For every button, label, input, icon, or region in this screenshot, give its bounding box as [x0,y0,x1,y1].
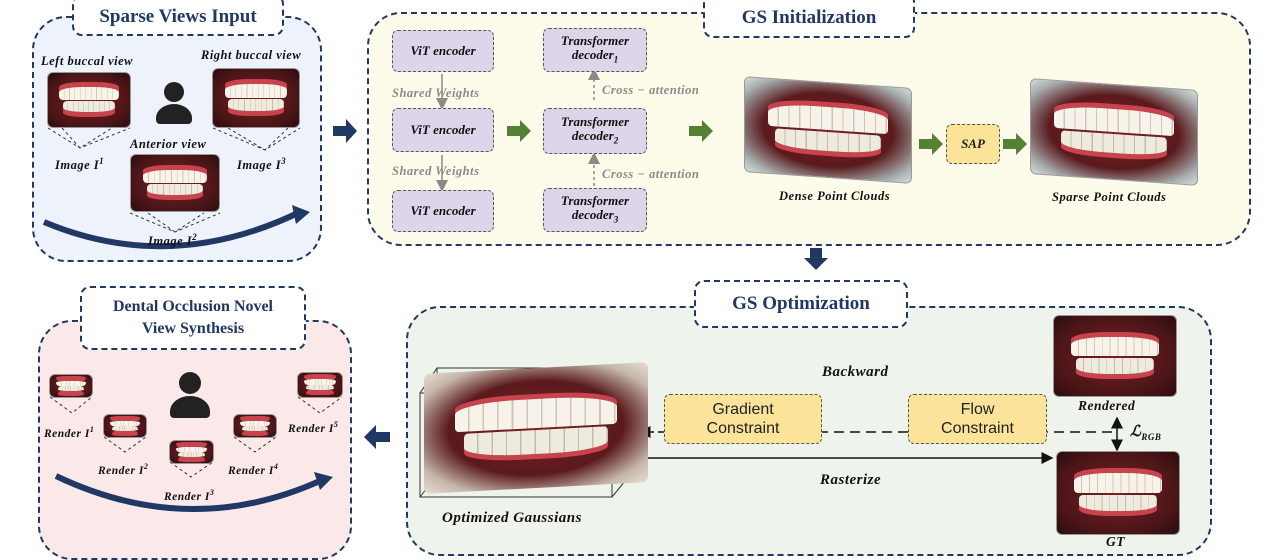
render-image-5 [297,372,343,398]
rendered-image [1053,315,1177,397]
viewer-icon [168,372,212,418]
flow-constraint-block: Flow Constraint [908,394,1047,444]
sparse-point-cloud-image [1030,78,1198,186]
image2-label: Image I2 [148,232,198,249]
image1-label: Image I1 [55,156,105,173]
cross-attention-label-1: Cross − attention [602,83,700,97]
render-label-5: Render I5 [288,420,339,435]
patient-icon [154,82,194,124]
render-label-3: Render I3 [164,488,215,503]
novel-view-title: Dental Occlusion Novel View Synthesis [80,286,306,350]
render-projection-lines [49,396,343,478]
gradient-constraint-block: Gradient Constraint [664,394,822,444]
right-buccal-label: Right buccal view [201,48,302,62]
arrow-to-novel-view [364,425,390,449]
connector-layer [42,68,1123,513]
arrow-to-gs-init [333,119,357,143]
vit-encoder-2: ViT encoder [392,108,494,152]
right-buccal-image [212,68,300,128]
sparse-point-clouds-label: Sparse Point Clouds [1052,190,1167,204]
render-image-1 [49,374,93,398]
anterior-image [130,154,220,212]
left-buccal-label: Left buccal view [41,54,133,68]
vit-encoder-1: ViT encoder [392,30,494,72]
rendered-label: Rendered [1078,398,1136,413]
gs-init-title: GS Initialization [703,0,915,38]
green-arrows [507,120,1027,155]
dense-point-cloud-image [744,76,912,184]
dense-point-clouds-label: Dense Point Clouds [779,189,891,203]
ground-truth-image [1056,451,1180,535]
shared-weights-label-2: Shared Weights [392,164,480,178]
backward-label: Backward [822,364,889,380]
left-buccal-image [47,72,131,128]
image2-projection-lines [129,212,221,233]
image3-projection-lines [212,127,301,151]
gt-label: GT [1106,534,1125,549]
render-image-4 [233,414,277,438]
render-image-2 [103,414,147,438]
optimized-gaussians-image [424,362,648,494]
loss-rgb-label: ℒRGB [1130,424,1162,442]
sparse-views-title: Sparse Views Input [72,0,284,36]
vit-encoder-3: ViT encoder [392,190,494,232]
cross-attention-label-2: Cross − attention [602,167,700,181]
transformer-decoder-2: Transformer decoder2 [543,108,647,154]
render-label-1: Render I1 [44,425,95,440]
optimized-gaussians-label: Optimized Gaussians [442,510,582,526]
transformer-decoder-3: Transformer decoder3 [543,188,647,232]
anterior-view-label: Anterior view [130,137,207,151]
shared-weights-label-1: Shared Weights [392,86,480,100]
gs-opt-title: GS Optimization [694,280,908,328]
sap-block: SAP [946,124,1000,164]
novel-view-curve-arrow [54,473,324,513]
render-label-4: Render I4 [228,462,279,477]
render-image-3 [169,440,214,464]
render-label-2: Render I2 [98,462,149,477]
rasterize-label: Rasterize [820,472,882,488]
arrow-to-gs-opt [804,248,828,270]
image3-label: Image I3 [237,156,287,173]
sparse-views-curve-arrow [42,209,302,250]
image1-projection-lines [47,127,131,149]
transformer-decoder-1: Transformer decoder1 [543,28,647,72]
